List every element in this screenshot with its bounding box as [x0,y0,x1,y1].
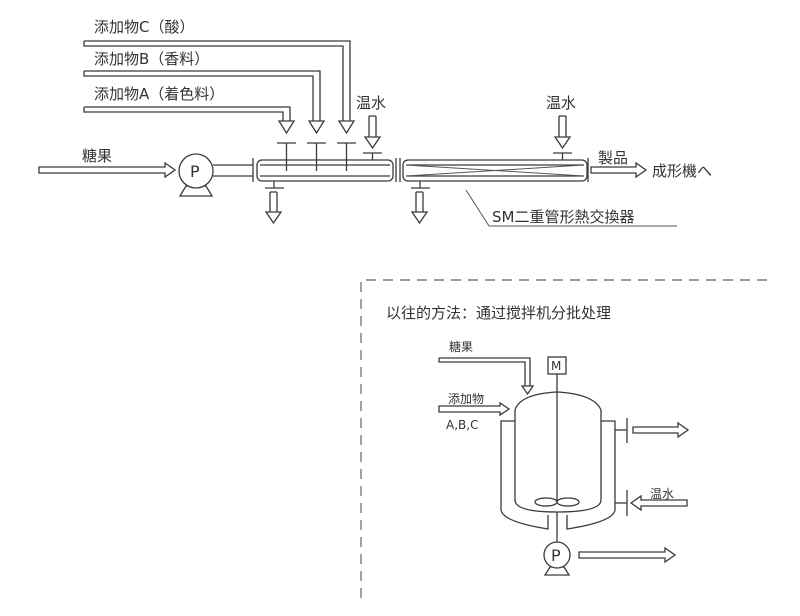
warm-water-label-2: 温水 [546,94,576,112]
additive-a-label: 添加物A（着色料） [94,85,224,103]
additive-c-label: 添加物C（酸） [94,18,194,36]
drain-outlet-1 [264,181,284,225]
inset-candy-feed [438,357,535,396]
inset-title: 以往的方法：通过搅拌机分批处理 [386,304,611,322]
exchanger-label: SM二重管形熱交換器 [492,208,634,226]
jacket-warm-water-inlet [615,490,688,516]
inset-pump-letter: P [551,546,561,565]
jacket-outlet [615,418,690,443]
candy-label: 糖果 [82,147,112,165]
heat-exchanger-2 [399,158,589,182]
warm-water-label-1: 温水 [356,94,386,112]
pump-letter: P [190,162,200,181]
additive-b-label: 添加物B（香料） [94,50,209,68]
inset-additive-sub: A,B,C [446,418,478,432]
warm-water-inlet-2 [553,115,572,160]
heat-exchanger-1 [252,158,397,182]
pump-icon [178,153,214,197]
inset-candy-label: 糖果 [449,339,473,354]
drain-outlet-2 [410,181,430,225]
inset-border [360,279,770,598]
inset-warm-water-label: 温水 [650,487,674,501]
impeller-icon [534,497,580,507]
tank-jacket [500,420,616,530]
additive-a-line [83,106,296,135]
additive-b-line [83,70,326,135]
product-outlet-arrow [590,161,648,179]
inset-additive-label: 添加物 [448,392,484,406]
mixing-tank [514,391,602,513]
destination-label: 成形機へ [652,162,712,180]
injection-nozzles [277,142,356,171]
inset-additive-feed [438,401,511,417]
exchanger-leader-line [465,189,677,227]
warm-water-inlet-1 [363,115,382,160]
motor-letter: M [551,359,561,373]
pump-outlet-pipe [213,164,253,177]
inset-product-outlet [578,546,677,564]
product-label: 製品 [598,149,628,167]
candy-feed-arrow [38,161,177,179]
inset-pump-icon [543,541,571,576]
additive-c-line [83,40,356,135]
